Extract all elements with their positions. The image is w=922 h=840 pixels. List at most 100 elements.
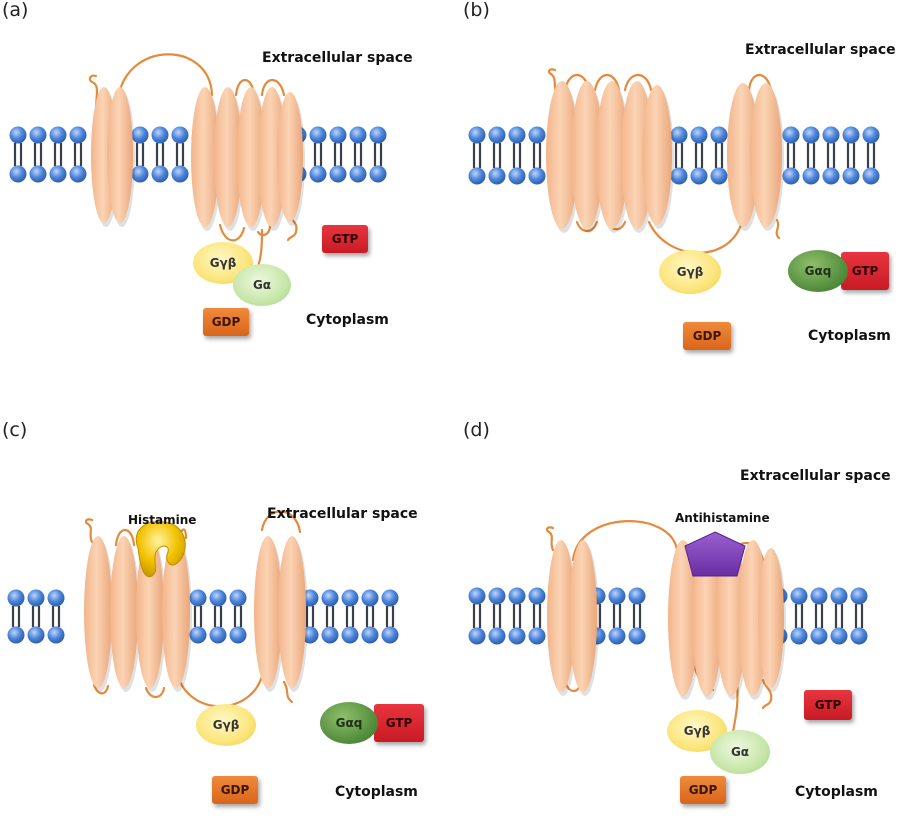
receptor-loop <box>775 218 781 240</box>
panel-label: (a) <box>2 0 29 21</box>
lipid-head <box>209 626 227 644</box>
lipid-head <box>361 589 379 607</box>
lipid-head <box>710 167 728 185</box>
lipid-head <box>488 627 506 645</box>
gtp-box: GTP <box>841 252 889 290</box>
lipid-head <box>27 589 45 607</box>
lipid-head <box>528 627 546 645</box>
transmembrane-helix <box>214 87 242 227</box>
transmembrane-helix <box>596 81 628 229</box>
gdp-box: GDP <box>680 776 726 804</box>
transmembrane-helix <box>110 536 138 688</box>
g-gamma-beta: Gγβ <box>196 704 256 746</box>
lipid-head <box>151 126 169 144</box>
receptor-loop <box>144 686 166 699</box>
lipid-head <box>850 587 868 605</box>
g-alpha: Gα <box>233 264 291 306</box>
lipid-head <box>7 589 25 607</box>
lipid-head <box>131 126 149 144</box>
lipid-head <box>862 126 880 144</box>
transmembrane-helix <box>546 81 578 229</box>
lipid-head <box>171 165 189 183</box>
extracellular-label: Extracellular space <box>740 468 891 484</box>
panel-b: (b) Extracellular space Cytoplasm Gγβ Gα… <box>461 0 922 420</box>
receptor-loop <box>88 74 99 112</box>
lipid-head <box>171 126 189 144</box>
panel-label: (d) <box>463 420 490 441</box>
gdp-box: GDP <box>212 776 258 804</box>
lipid-head <box>29 126 47 144</box>
lipid-head <box>508 627 526 645</box>
panel-label: (b) <box>463 0 490 21</box>
lipid-head <box>468 126 486 144</box>
lipid-head <box>842 126 860 144</box>
lipid-head <box>802 167 820 185</box>
receptor-loop <box>92 683 110 695</box>
lipid-head <box>850 627 868 645</box>
lipid-head <box>349 126 367 144</box>
lipid-head <box>69 126 87 144</box>
lipid-head <box>47 589 65 607</box>
g-alpha-q: Gαq <box>320 702 378 744</box>
histamine-molecule <box>135 520 186 578</box>
receptor-loop <box>260 78 286 97</box>
lipid-head <box>468 587 486 605</box>
gdp-box: GDP <box>683 322 731 350</box>
cytoplasm-label: Cytoplasm <box>306 312 389 328</box>
lipid-head <box>508 167 526 185</box>
lipid-head <box>690 167 708 185</box>
gtp-box: GTP <box>374 704 424 742</box>
lipid-head <box>790 587 808 605</box>
extracellular-label: Extracellular space <box>262 50 413 66</box>
lipid-head <box>189 626 207 644</box>
lipid-head <box>842 167 860 185</box>
lipid-head <box>690 126 708 144</box>
transmembrane-helix <box>278 536 306 688</box>
cytoplasm-label: Cytoplasm <box>335 784 418 800</box>
receptor-loop <box>174 663 266 708</box>
lipid-head <box>329 165 347 183</box>
receptor-loop <box>114 528 136 547</box>
lipid-head <box>369 165 387 183</box>
gtp-box: GTP <box>804 690 852 720</box>
antihistamine-label: Antihistamine <box>675 511 770 525</box>
lipid-head <box>151 165 169 183</box>
transmembrane-helix <box>642 85 672 225</box>
lipid-head <box>329 126 347 144</box>
lipid-head <box>9 126 27 144</box>
extracellular-label: Extracellular space <box>267 506 418 522</box>
membrane-c <box>7 510 399 708</box>
membrane-a <box>9 53 387 268</box>
transmembrane-helix <box>727 83 759 227</box>
lipid-head <box>822 126 840 144</box>
lipid-head <box>341 626 359 644</box>
lipid-head <box>9 165 27 183</box>
panel-c: (c) Histamine Extracellular space Cytopl… <box>0 420 461 840</box>
panel-label: (c) <box>2 420 28 441</box>
lipid-head <box>49 126 67 144</box>
lipid-head <box>608 587 626 605</box>
lipid-head <box>29 165 47 183</box>
receptor-loop <box>545 526 555 552</box>
receptor-loop <box>547 68 559 98</box>
lipid-head <box>710 126 728 144</box>
transmembrane-helix <box>668 540 698 696</box>
lipid-head <box>862 167 880 185</box>
lipid-head <box>381 626 399 644</box>
lipid-head <box>802 126 820 144</box>
lipid-head <box>810 587 828 605</box>
transmembrane-helix <box>547 540 575 692</box>
receptor-loop <box>593 73 621 92</box>
lipid-head <box>488 126 506 144</box>
g-gamma-beta: Gγβ <box>659 250 721 294</box>
gdp-box: GDP <box>203 308 249 336</box>
lipid-head <box>508 587 526 605</box>
membrane-d <box>468 520 868 734</box>
lipid-head <box>670 167 688 185</box>
lipid-head <box>229 589 247 607</box>
receptor-loop <box>256 228 264 268</box>
transmembrane-helix <box>277 92 303 222</box>
receptor-loop <box>218 223 246 242</box>
lipid-head <box>27 626 45 644</box>
receptor-loop <box>282 680 294 704</box>
